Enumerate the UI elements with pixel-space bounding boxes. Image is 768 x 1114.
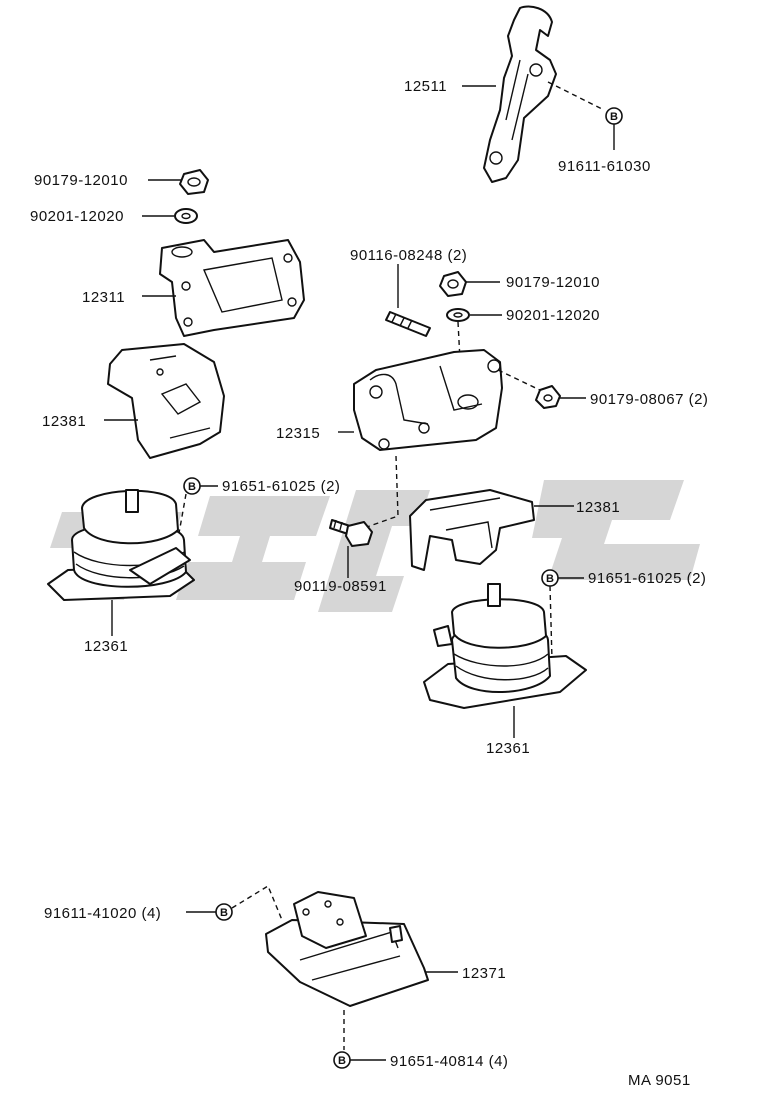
label-12315: 12315 xyxy=(276,425,320,442)
label-12371: 12371 xyxy=(462,965,506,982)
label-90179-12010-left: 90179-12010 xyxy=(34,172,128,189)
callout-b-41020: B xyxy=(215,903,233,921)
bracket-12315 xyxy=(353,349,503,451)
callout-b-61025-left: B xyxy=(183,477,201,495)
callout-b-40814: B xyxy=(333,1051,351,1069)
label-12511: 12511 xyxy=(404,78,447,95)
label-12381-left: 12381 xyxy=(42,413,86,430)
label-91651-40814: 91651-40814 (4) xyxy=(390,1053,508,1070)
dash-41020 xyxy=(231,884,283,921)
label-91611-61030: 91611-61030 xyxy=(558,158,651,175)
nut-90179-08067 xyxy=(535,385,561,409)
label-12311: 12311 xyxy=(82,289,125,306)
bracket-12511 xyxy=(483,5,557,183)
callout-b-61030: B xyxy=(605,107,623,125)
label-12381-right: 12381 xyxy=(576,499,620,516)
callout-letter: B xyxy=(220,907,228,919)
label-90179-08067: 90179-08067 (2) xyxy=(590,391,708,408)
label-12361-left: 12361 xyxy=(84,638,128,655)
callout-letter: B xyxy=(188,481,196,493)
washer-90201-12020-left xyxy=(174,208,198,224)
mount-12361-right xyxy=(423,583,587,709)
dash-61025-right xyxy=(549,585,553,661)
dash-bolt xyxy=(363,455,399,529)
dash-12315-nut xyxy=(497,369,545,393)
label-90119-08591: 90119-08591 xyxy=(294,578,387,595)
nut-90179-12010-right xyxy=(439,271,467,297)
label-90116-08248: 90116-08248 (2) xyxy=(350,247,467,264)
label-91651-61025-left: 91651-61025 (2) xyxy=(222,478,340,495)
callout-letter: B xyxy=(610,111,618,123)
callout-letter: B xyxy=(546,573,554,585)
callout-letter: B xyxy=(338,1055,346,1067)
callout-b-61025-right: B xyxy=(541,569,559,587)
dash-12511-b xyxy=(547,81,605,111)
label-91651-61025-right: 91651-61025 (2) xyxy=(588,570,706,587)
bracket-12311 xyxy=(159,239,305,337)
stud-90116-08248 xyxy=(385,311,431,337)
label-90179-12010-right: 90179-12010 xyxy=(506,274,600,291)
cover-12381-right xyxy=(409,489,535,571)
mount-12371 xyxy=(265,891,429,1007)
cover-12381-left xyxy=(107,343,225,459)
diagram-id-label: MA 9051 xyxy=(628,1072,691,1089)
label-90201-12020-left: 90201-12020 xyxy=(30,208,124,225)
bolt-90119-08591 xyxy=(329,519,373,547)
label-12361-right: 12361 xyxy=(486,740,530,757)
label-90201-12020-right: 90201-12020 xyxy=(506,307,600,324)
nut-90179-12010-left xyxy=(179,169,209,195)
mount-12361-left xyxy=(47,489,195,601)
label-91611-41020: 91611-41020 (4) xyxy=(44,905,161,922)
washer-90201-12020-right xyxy=(446,308,470,322)
